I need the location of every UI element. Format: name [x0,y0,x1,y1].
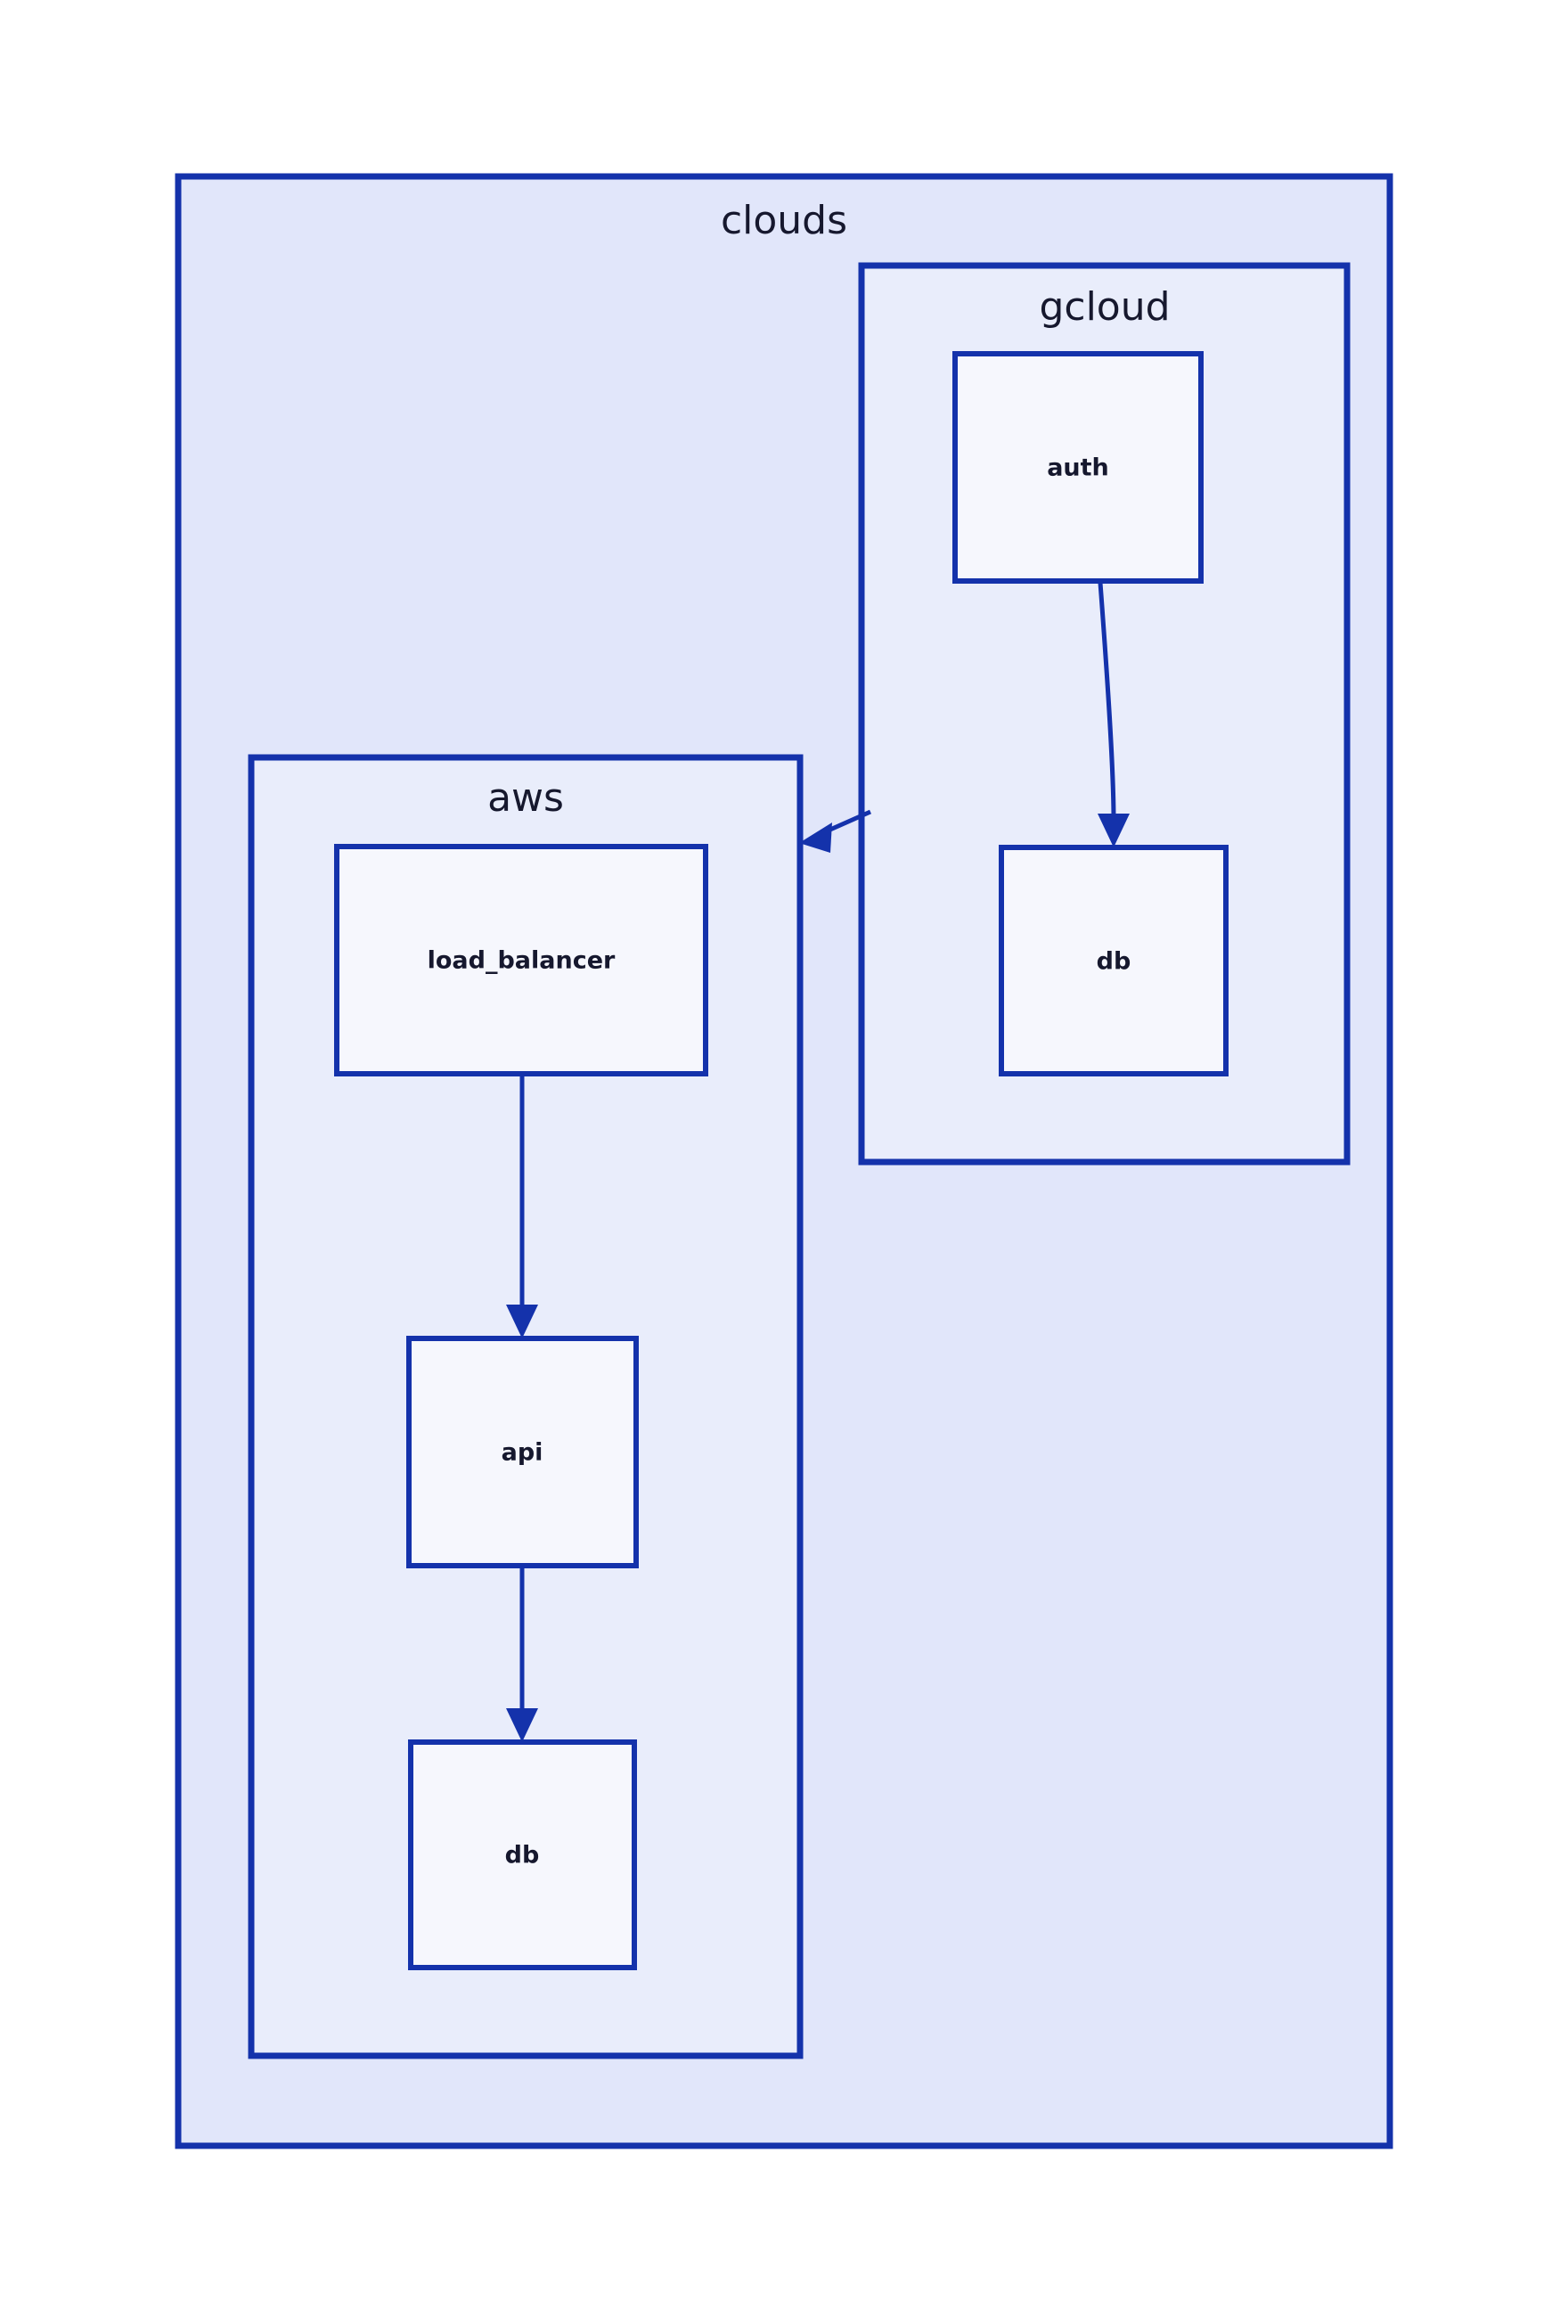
node-api-rect[interactable] [406,1336,639,1568]
edge-gcloud-to-aws [799,809,872,853]
cluster-aws-label: aws [487,775,564,821]
edge-auth-to-gcloud-db-line [1098,582,1116,821]
node-auth[interactable]: auth [952,351,1204,584]
node-load-balancer-label: load_balancer [428,947,616,975]
edge-load-balancer-to-api-arrowhead [506,1305,538,1338]
node-api-label: api [502,1439,543,1467]
node-gcloud-db-label: db [1097,948,1131,976]
edge-auth-to-gcloud-db-arrowhead [1098,814,1130,847]
edge-api-to-aws-db [506,1567,538,1742]
node-load-balancer-rect[interactable] [334,844,708,1076]
node-aws-db-label: db [505,1842,540,1870]
node-aws-db-rect[interactable] [408,1739,637,1970]
node-gcloud-db[interactable]: db [999,845,1229,1076]
node-gcloud-db-rect[interactable] [999,845,1229,1076]
cluster-gcloud-label: gcloud [1039,284,1170,330]
node-auth-rect[interactable] [952,351,1204,584]
edge-load-balancer-to-api [506,1076,538,1338]
edge-gcloud-to-aws-arrowhead [799,822,832,853]
edge-auth-to-gcloud-db [1098,582,1130,847]
node-api[interactable]: api [406,1336,639,1568]
node-aws-db[interactable]: db [408,1739,637,1970]
edge-api-to-aws-db-arrowhead [506,1708,538,1742]
cluster-clouds-label: clouds [721,198,847,243]
node-auth-label: auth [1047,454,1109,482]
node-load-balancer[interactable]: load_balancer [334,844,708,1076]
